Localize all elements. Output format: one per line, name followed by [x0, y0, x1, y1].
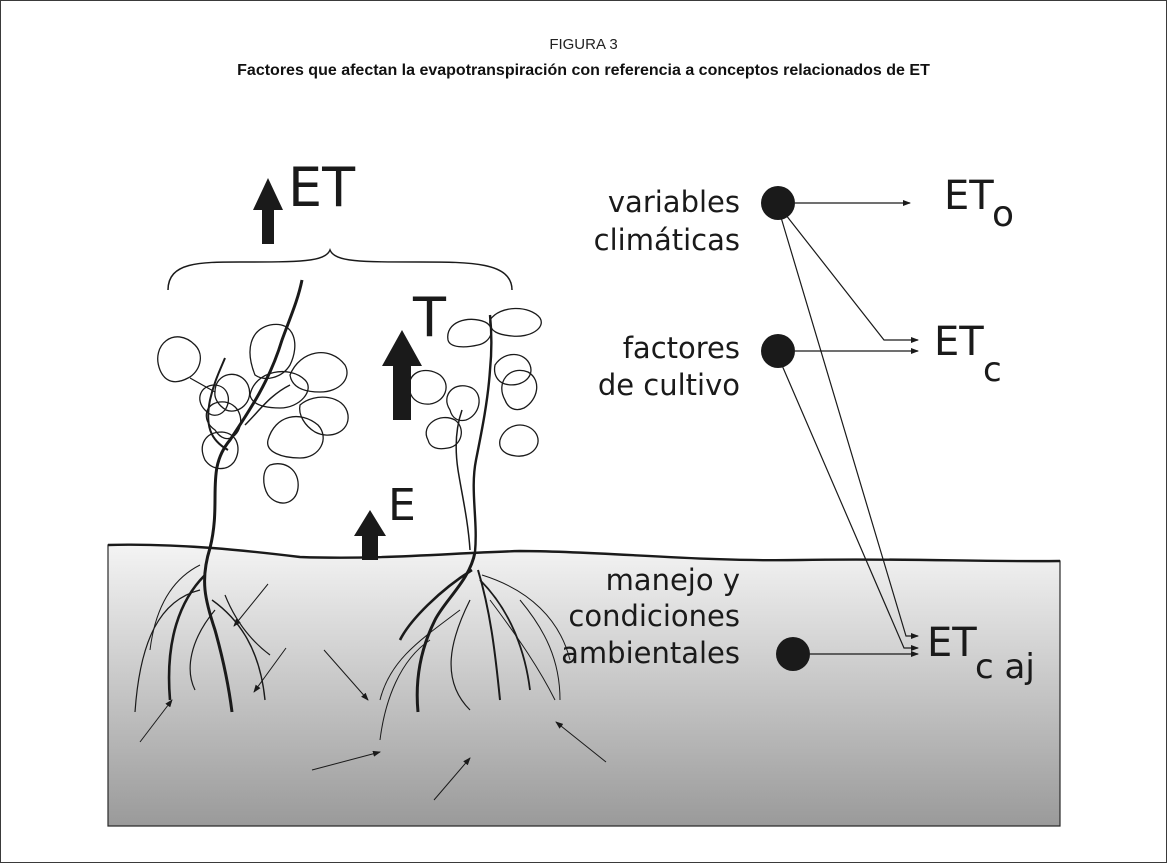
etcaj-main: ET — [927, 620, 977, 666]
soil-water-arrows — [139, 583, 607, 801]
etc-main: ET — [934, 319, 984, 365]
etcaj-subscript: c aj — [975, 647, 1035, 687]
etc-subscript: c — [983, 350, 1002, 390]
management-factor-label-line2: condiciones — [568, 599, 740, 633]
climate-factor-node — [761, 186, 795, 220]
soil-block — [107, 544, 1061, 827]
eto-subscript: o — [992, 194, 1014, 235]
e-label: E — [388, 480, 416, 531]
t-label: T — [412, 286, 447, 349]
canopy-brace — [167, 248, 513, 291]
management-factor-label-line3: ambientales — [561, 636, 740, 670]
eto-output: ET o — [944, 173, 1014, 235]
etc-output: ET c — [934, 319, 1002, 390]
figure-title: Factores que afectan la evapotranspiraci… — [237, 62, 930, 79]
eto-main: ET — [944, 173, 994, 219]
root-system — [134, 547, 571, 741]
crop-factor-node — [761, 334, 795, 368]
etcaj-output: ET c aj — [927, 620, 1035, 687]
crop-factor-label-line2: de cultivo — [598, 368, 740, 402]
e-flux-arrow — [354, 510, 386, 560]
crop-factor-label-line1: factores — [623, 331, 740, 365]
climate-factor-label-line2: climáticas — [594, 223, 740, 257]
management-factor-label-line1: manejo y — [606, 563, 740, 597]
left-plant — [157, 279, 349, 549]
t-flux-arrow — [382, 330, 422, 420]
climate-factor-label-line1: variables — [608, 185, 740, 219]
et-label: ET — [288, 156, 356, 219]
et-flux-arrow — [253, 178, 283, 244]
management-factor-node — [776, 637, 810, 671]
factor-connectors — [779, 200, 919, 657]
right-plant — [408, 307, 542, 553]
ground-surface-line — [107, 543, 1061, 563]
figure-label: FIGURA 3 — [549, 36, 618, 53]
